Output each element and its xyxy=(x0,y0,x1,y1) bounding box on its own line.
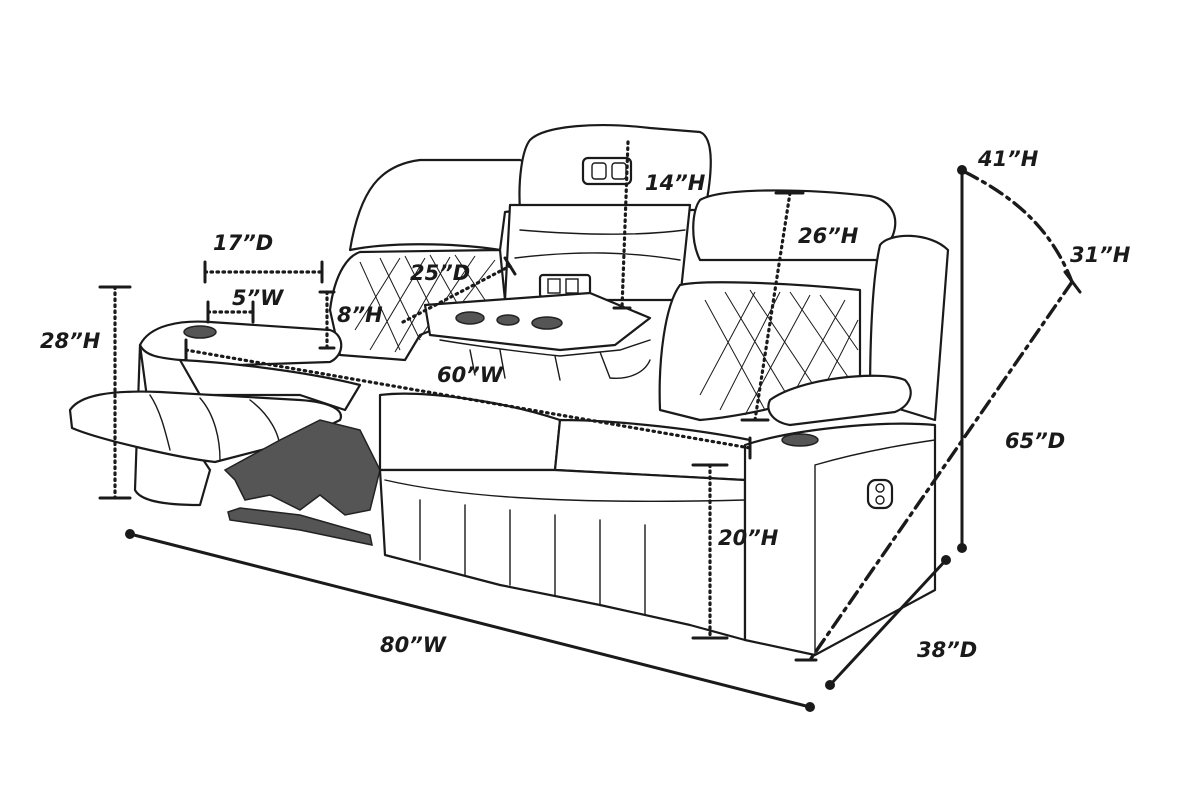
label-seat-height: 20”H xyxy=(718,526,779,550)
power-recline-buttons xyxy=(866,478,894,510)
usb-port-panel xyxy=(581,156,633,186)
left-seat xyxy=(178,358,362,412)
left-back-panel xyxy=(328,248,507,362)
right-arm-pad xyxy=(767,374,912,427)
label-arm-height: 28”H xyxy=(40,329,101,353)
label-seat-depth: 17”D xyxy=(213,231,273,255)
front-base xyxy=(378,468,747,642)
sofa-illustration xyxy=(68,124,950,657)
label-overall-width: 80”W xyxy=(380,633,447,657)
right-cupholder xyxy=(781,433,819,447)
right-back-quilting xyxy=(699,289,859,416)
dimension-labels: 17”D 5”W 28”H 8”H 25”D 14”H 26”H 60”W 20… xyxy=(40,147,1131,662)
label-seat-width: 60”W xyxy=(437,363,504,387)
left-cupholder xyxy=(183,325,217,339)
label-overall-depth: 38”D xyxy=(917,638,977,662)
dimension-lines xyxy=(98,140,1082,712)
tray-cupholder-2 xyxy=(496,314,520,326)
label-reclined-height: 31”H xyxy=(1070,243,1131,267)
label-console-height: 8”H xyxy=(337,303,383,327)
right-backrest xyxy=(692,189,897,262)
label-overall-height: 41”H xyxy=(977,147,1039,171)
label-recline-depth: 65”D xyxy=(1005,429,1065,453)
tray-cupholder-3 xyxy=(531,316,563,330)
label-headrest-height: 14”H xyxy=(645,171,706,195)
label-cupholder-width: 5”W xyxy=(232,286,284,310)
recliner-mechanism xyxy=(223,419,381,516)
left-backrest xyxy=(348,158,536,252)
tray-cupholder-1 xyxy=(455,311,485,325)
label-back-height: 26”H xyxy=(798,224,859,248)
middle-seat-cushion xyxy=(378,392,562,472)
left-back-quilting xyxy=(354,254,496,353)
label-console-depth: 25”D xyxy=(410,261,470,285)
